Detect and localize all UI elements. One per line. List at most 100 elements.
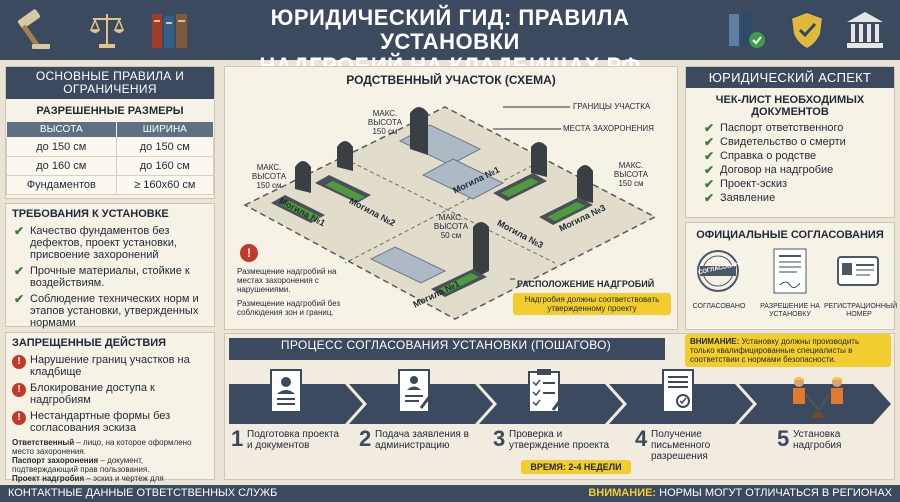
definitions: Ответственный – лицо, на которое оформле…	[12, 438, 208, 492]
check-icon: ✔	[704, 163, 715, 177]
check-icon: ✔	[704, 121, 715, 135]
attention-note: ВНИМАНИЕ: Установку должны производить т…	[685, 334, 891, 367]
checklist-title: ЧЕК-ЛИСТ НЕОБХОДИМЫХ ДОКУМЕНТОВ	[715, 94, 865, 118]
permit-seal-icon	[662, 369, 694, 413]
max-height-label: МАКС. ВЫСОТА 150 см	[613, 161, 649, 188]
list-item: ! Нарушение границ участков на кладбище	[12, 354, 208, 378]
check-icon: ✔	[704, 149, 715, 163]
list-item: ✔ Соблюдение технических норм и этапов ус…	[12, 293, 208, 329]
binders-icon	[729, 14, 765, 48]
permit-document-icon	[773, 248, 807, 294]
approvals-title: ОФИЦИАЛЬНЫЕ СОГЛАСОВАНИЯ	[696, 229, 884, 241]
footer-bar: КОНТАКТНЫЕ ДАННЫЕ ОТВЕТСТВЕННЫХ СЛУЖБ ВН…	[0, 485, 900, 502]
page-title: ЮРИДИЧЕСКИЙ ГИД: ПРАВИЛА УСТАНОВКИ НАДГР…	[200, 6, 700, 78]
placement-label: РАСПОЛОЖЕНИЕ НАДГРОБИЙ	[517, 279, 655, 289]
warning-text: Размещение надгробий на местах захоронен…	[237, 267, 337, 294]
requirement-text: Качество фундаментов без дефектов, проек…	[30, 225, 177, 261]
step-number: 4	[635, 426, 648, 451]
approvals-panel: ОФИЦИАЛЬНЫЕ СОГЛАСОВАНИЯ СОГЛАСОВАНО СОГ…	[685, 222, 898, 330]
max-height-label: МАКС. ВЫСОТА 50 см	[433, 213, 469, 240]
exclamation-icon: !	[12, 355, 26, 369]
forbidden-list: ! Нарушение границ участков на кладбище !…	[12, 354, 208, 434]
sizes-table: ВЫСОТА ШИРИНА до 150 см до 150 см до 160…	[6, 121, 215, 195]
requirements-panel: ТРЕБОВАНИЯ К УСТАНОВКЕ ✔ Качество фундаме…	[5, 203, 215, 329]
step-text: Установка надгробия	[793, 429, 842, 451]
check-icon: ✔	[704, 191, 715, 205]
scales-icon	[89, 14, 125, 48]
step-number: 2	[359, 426, 372, 451]
step-number: 3	[493, 426, 506, 451]
table-row: до 160 см до 160 см	[6, 156, 215, 176]
boundary-label: ГРАНИЦЫ УЧАСТКА	[573, 102, 651, 111]
requirements-title: ТРЕБОВАНИЯ К УСТАНОВКЕ	[12, 208, 169, 220]
requirement-text: Соблюдение технических норм и этапов уст…	[30, 293, 199, 329]
definition-term: Ответственный	[12, 438, 75, 447]
placement-note: Надгробия должны соответствовать утвержд…	[513, 293, 671, 315]
table-cell: до 160 см	[6, 156, 117, 176]
rules-panel: ОСНОВНЫЕ ПРАВИЛА И ОГРАНИЧЕНИЯ РАЗРЕШЕНН…	[5, 66, 215, 199]
title-line-1: ЮРИДИЧЕСКИЙ ГИД: ПРАВИЛА УСТАНОВКИ	[270, 5, 630, 54]
approval-label: РЕГИСТРАЦИОННЫЙ НОМЕР	[824, 303, 898, 318]
definition-term: Паспорт захоронения	[12, 456, 99, 465]
time-badge: ВРЕМЯ: 2-4 НЕДЕЛИ	[521, 460, 631, 474]
burial-slot	[421, 158, 505, 200]
warning-text: Размещение надгробий без соблюдения зон …	[237, 299, 341, 317]
forbidden-panel: ЗАПРЕЩЕННЫЕ ДЕЙСТВИЯ ! Нарушение границ у…	[5, 332, 215, 492]
table-cell: ≥ 160x60 см	[115, 175, 215, 195]
process-title: ПРОЦЕСС СОГЛАСОВАНИЯ УСТАНОВКИ (ПОШАГОВО…	[280, 338, 612, 352]
col-height-header: ВЫСОТА	[6, 121, 117, 138]
law-books-icon	[152, 14, 187, 48]
check-icon: ✔	[704, 177, 715, 191]
table-cell: Фундаментов	[6, 175, 117, 195]
step-text: Подготовка проекта и документов	[247, 429, 340, 451]
definition-text: – документ, подтверждающий прав пользова…	[12, 456, 150, 474]
list-item: ✔Проект-эскиз	[704, 177, 788, 191]
step-number: 1	[231, 426, 244, 451]
requirements-list: ✔ Качество фундаментов без дефектов, прое…	[12, 225, 208, 329]
exclamation-icon: !	[12, 411, 26, 425]
scheme-title: РОДСТВЕННЫЙ УЧАСТОК (СХЕМА)	[346, 73, 556, 87]
checklist-clipboard-icon	[528, 369, 567, 413]
sizes-title: РАЗРЕШЕННЫЕ РАЗМЕРЫ	[36, 105, 184, 117]
max-height-label: МАКС. ВЫСОТА 150 см	[251, 163, 287, 190]
list-item: ✔Заявление	[704, 191, 776, 205]
approval-label: РАЗРЕШЕНИЕ НА УСТАНОВКУ	[760, 303, 820, 318]
checklist: ✔Паспорт ответственного ✔Свидетельство о…	[686, 122, 894, 204]
footer-contacts: КОНТАКТНЫЕ ДАННЫЕ ОТВЕТСТВЕННЫХ СЛУЖБ	[8, 487, 278, 499]
courthouse-icon	[847, 12, 883, 48]
table-row: Фундаментов ≥ 160x60 см	[6, 175, 215, 195]
list-item: ✔Договор на надгробие	[704, 163, 834, 177]
svg-text:!: !	[247, 246, 251, 260]
forbidden-title: ЗАПРЕЩЕННЫЕ ДЕЙСТВИЯ	[12, 337, 167, 349]
forbidden-text: Нарушение границ участков на кладбище	[30, 354, 190, 378]
id-card-icon	[837, 256, 879, 286]
exclamation-icon: !	[12, 383, 26, 397]
step-text: Подача заявления в администрацию	[375, 429, 469, 451]
step-text: Получение письменного разрешения	[651, 429, 711, 462]
grave-top	[410, 107, 428, 155]
gavel-icon	[17, 9, 50, 49]
plot-scheme-diagram: !	[240, 106, 657, 320]
legal-title: ЮРИДИЧЕСКИЙ АСПЕКТ	[686, 67, 894, 88]
list-item: ✔Свидетельство о смерти	[704, 135, 846, 149]
list-item: ✔Паспорт ответственного	[704, 121, 844, 135]
table-cell: до 150 см	[115, 137, 215, 157]
scheme-panel: РОДСТВЕННЫЙ УЧАСТОК (СХЕМА)	[224, 66, 678, 330]
max-height-label: МАКС. ВЫСОТА 150 см	[367, 109, 403, 136]
check-icon: ✔	[704, 135, 715, 149]
warning-icon	[240, 244, 258, 262]
col-width-header: ШИРИНА	[115, 121, 215, 138]
step-number: 5	[777, 426, 790, 451]
list-item: ✔Качество фундаментов без дефектов, прое…	[12, 225, 208, 261]
table-row: до 150 см до 150 см	[6, 137, 215, 157]
stamp-icon	[697, 250, 739, 292]
check-icon: ✔	[14, 292, 25, 306]
grave-right-3	[539, 165, 593, 225]
definition-term: Проект надгробия	[12, 474, 85, 483]
list-item: ✔Справка о родстве	[704, 149, 817, 163]
burial-slot	[369, 246, 447, 284]
definition: Паспорт захоронения – документ, подтверж…	[12, 456, 208, 474]
definition-text: – лицо, на которое оформлено место захор…	[12, 438, 192, 456]
burial-places-label: МЕСТА ЗАХОРОНЕНИЯ	[563, 124, 654, 133]
footer-warning: ВНИМАНИЕ: НОРМЫ МОГУТ ОТЛИЧАТЬСЯ В РЕГИО…	[588, 485, 892, 502]
